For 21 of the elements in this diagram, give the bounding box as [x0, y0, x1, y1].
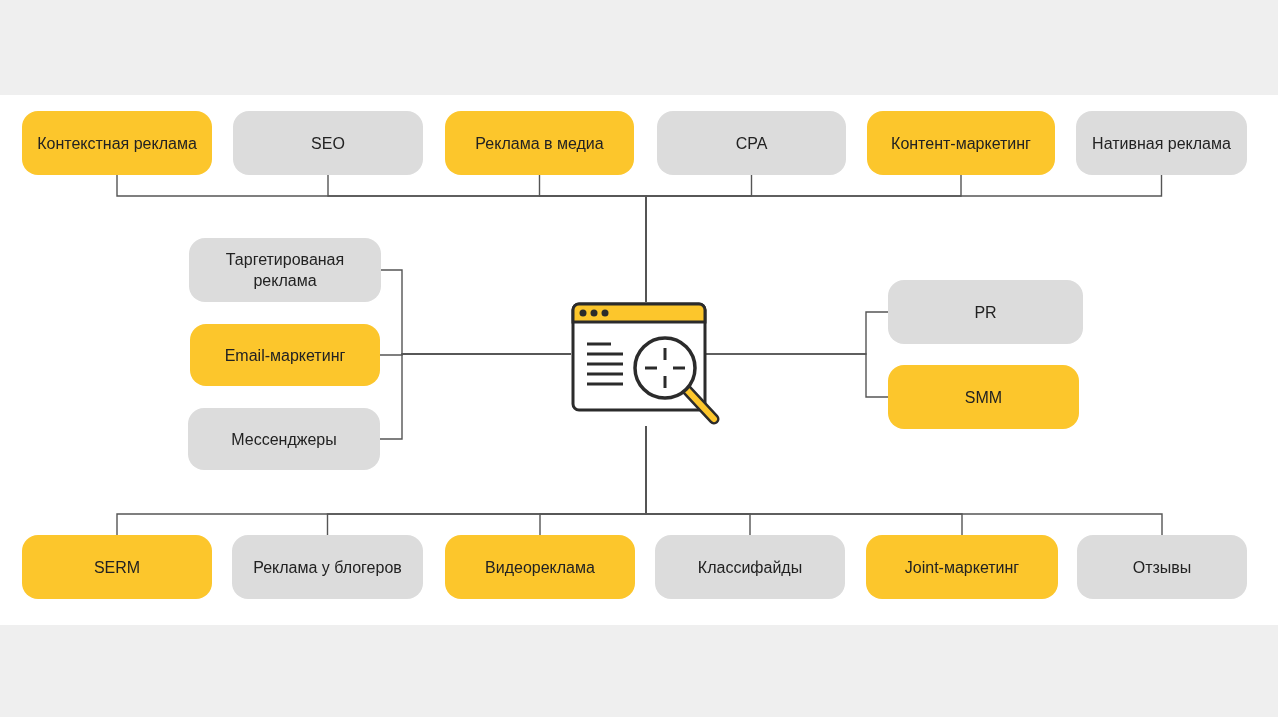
browser-magnifier-icon [571, 302, 721, 426]
category-box: Мессенджеры [188, 408, 380, 470]
category-box: CPA [657, 111, 846, 175]
category-box: Видеореклама [445, 535, 635, 599]
category-box: SERM [22, 535, 212, 599]
connector-line [645, 425, 1163, 536]
category-box: Контент-маркетинг [867, 111, 1055, 175]
category-box: SMM [888, 365, 1079, 429]
category-box: Email-маркетинг [190, 324, 380, 386]
category-box: PR [888, 280, 1083, 344]
category-box: Реклама у блогеров [232, 535, 423, 599]
connector-line [705, 353, 889, 398]
category-box: Отзывы [1077, 535, 1247, 599]
category-box: Классифайды [655, 535, 845, 599]
connector-line [379, 353, 572, 440]
category-box: SEO [233, 111, 423, 175]
category-box: Нативная реклама [1076, 111, 1247, 175]
category-box: Joint-маркетинг [866, 535, 1058, 599]
category-box: Контекстная реклама [22, 111, 212, 175]
category-box: Таргетированая реклама [189, 238, 381, 302]
category-box: Реклама в медиа [445, 111, 634, 175]
